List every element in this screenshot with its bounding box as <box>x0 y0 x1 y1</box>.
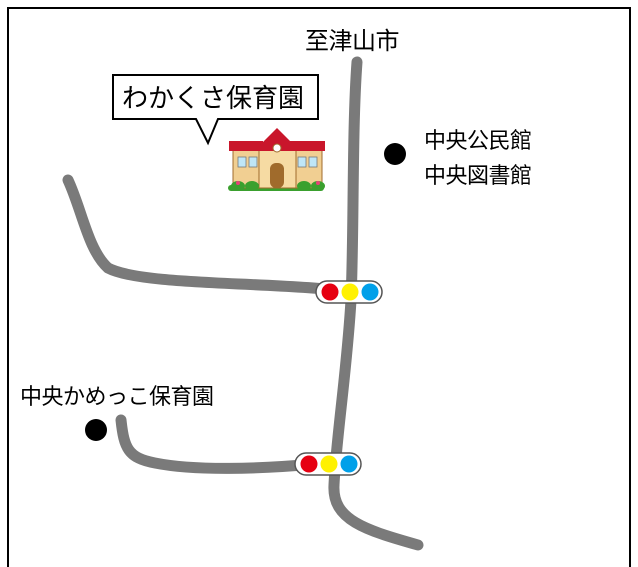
traffic-signal-icon <box>315 280 383 304</box>
callout-bubble <box>112 74 319 146</box>
kamekko-nursery-label: 中央かめっこ保育園 <box>20 385 214 410</box>
community-hall-label: 中央公民館 <box>424 129 532 154</box>
direction-label: 至津山市 <box>305 27 400 55</box>
traffic-signal-icon <box>294 452 362 476</box>
nursery-building-icon <box>228 128 325 191</box>
main-road <box>328 56 424 551</box>
upper-west-road <box>62 174 343 296</box>
nursery-callout-text: わかくさ保育園 <box>122 84 305 114</box>
location-dot-icon <box>85 419 107 441</box>
central-library-label: 中央図書館 <box>424 164 532 189</box>
location-dot-icon <box>384 143 406 165</box>
lower-west-road <box>115 414 320 474</box>
map-frame <box>7 7 631 567</box>
